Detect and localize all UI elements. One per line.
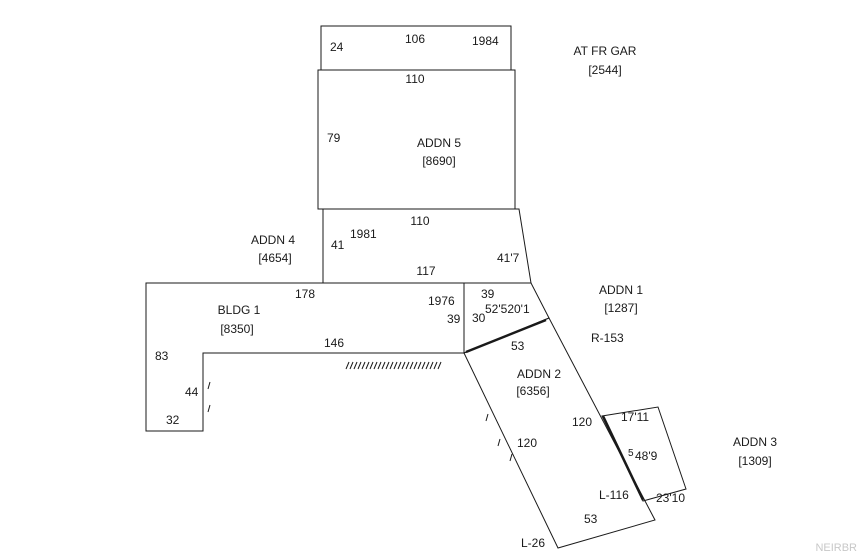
hatch-mark (345, 361, 350, 370)
dim-addn5-left: 79 (327, 131, 341, 145)
dim-addn4-top: 110 (410, 214, 429, 228)
addn5-name: ADDN 5 (417, 136, 461, 150)
addn2-area: [6356] (516, 384, 549, 398)
dim-addn4-right: 41'7 (497, 251, 520, 265)
dim-addn2-bottom: 53 (584, 512, 598, 526)
dim-bldg1-year: 1976 (428, 294, 455, 308)
hatch-mark (389, 361, 394, 370)
hatch-mark (385, 361, 390, 370)
hatch-mark (207, 404, 211, 413)
hatch-mark (373, 361, 378, 370)
hatch-mark (349, 361, 354, 370)
hatch-mark (409, 361, 414, 370)
hatch-mark (353, 361, 358, 370)
hatch-mark (361, 361, 366, 370)
addn5-area: [8690] (422, 154, 455, 168)
dim-addn1-diag: 52'520'1 (485, 302, 530, 316)
hatch-mark (207, 381, 211, 390)
hatch-mark (437, 361, 442, 370)
dim-addn1-inner: 30 (472, 311, 486, 325)
hatch-mark (369, 361, 374, 370)
dim-addn4-bottom: 117 (416, 264, 435, 278)
hatch-mark (425, 361, 430, 370)
dim-addn2-top: 53 (511, 339, 525, 353)
dim-addn2-left: 120 (517, 436, 537, 450)
addn4-area: [4654] (258, 251, 291, 265)
dim-addn3-mark: 5 (628, 448, 634, 459)
hatch-mark (417, 361, 422, 370)
hatch-mark (365, 361, 370, 370)
hatch-mark (497, 438, 501, 447)
hatch-mark (397, 361, 402, 370)
at-fr-gar-name: AT FR GAR (574, 44, 637, 58)
hatch-mark (485, 413, 489, 422)
bldg1-outline (145, 282, 465, 432)
hatch-mark (381, 361, 386, 370)
bldg1-area: [8350] (220, 322, 253, 336)
dim-addn4-year: 1981 (350, 227, 377, 241)
addn1-name: ADDN 1 (599, 283, 643, 297)
addn3-name: ADDN 3 (733, 435, 777, 449)
hatch-mark (429, 361, 434, 370)
dim-addn5-top: 110 (405, 72, 424, 86)
addn3-area: [1309] (738, 454, 771, 468)
addn2-outline (463, 317, 656, 549)
dim-addn4-left: 41 (331, 238, 345, 252)
addn1-addn2-shared-wall (465, 318, 547, 354)
hatch-mark (405, 361, 410, 370)
dim-bldg1-notch-side: 44 (185, 385, 199, 399)
dim-addn1-left: 39 (447, 312, 461, 326)
dim-bldg1-top: 178 (295, 287, 315, 301)
hatch-mark (421, 361, 426, 370)
addn2-name: ADDN 2 (517, 367, 561, 381)
dim-bldg1-notch-bottom: 32 (166, 413, 180, 427)
dim-bldg1-left: 83 (155, 349, 169, 363)
ref-l26: L-26 (521, 536, 545, 550)
addn3-shared-wall (601, 415, 645, 501)
hatch-mark (413, 361, 418, 370)
dim-addn3-top: 17'11 (621, 410, 649, 424)
at-fr-gar-area: [2544] (588, 63, 621, 77)
dim-addn3-bottom: 23'10 (656, 491, 685, 505)
hatch-mark (393, 361, 398, 370)
hatch-mark (433, 361, 438, 370)
hatch-marks (207, 361, 513, 462)
hatch-mark (401, 361, 406, 370)
ref-l116: L-116 (599, 488, 629, 502)
addn4-name: ADDN 4 (251, 233, 295, 247)
dim-bldg1-inner: 146 (324, 336, 344, 350)
dim-addn1-top: 39 (481, 287, 495, 301)
dim-gar-year: 1984 (472, 34, 499, 48)
dim-gar-left: 24 (330, 40, 344, 54)
dim-addn3-side: 48'9 (635, 449, 658, 463)
bldg1-name: BLDG 1 (218, 303, 261, 317)
watermark-text: NEIRBR (815, 542, 857, 554)
hatch-mark (377, 361, 382, 370)
hatch-mark (357, 361, 362, 370)
addn1-area: [1287] (604, 301, 637, 315)
ref-r153: R-153 (591, 331, 624, 345)
hatch-mark (509, 453, 513, 462)
dim-gar-top: 106 (405, 32, 425, 46)
dim-addn2-right: 120 (572, 415, 592, 429)
